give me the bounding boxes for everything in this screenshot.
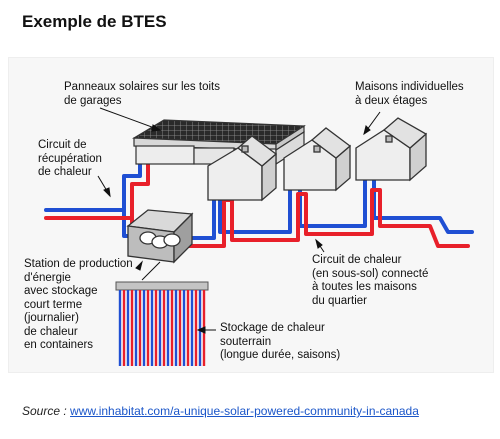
source-link[interactable]: www.inhabitat.com/a-unique-solar-powered… [70, 404, 419, 418]
label-heat-circuit: Circuit de chaleur (en sous-sol) connect… [312, 254, 429, 307]
page-title: Exemple de BTES [22, 12, 167, 31]
leader-lines [97, 107, 381, 334]
label-solar-panels: Panneaux solaires sur les toits de garag… [64, 81, 220, 107]
source-prefix: Source : [22, 404, 67, 418]
energy-station [126, 209, 194, 264]
house-3 [355, 117, 428, 182]
source-caption: Source : www.inhabitat.com/a-unique-sola… [22, 404, 419, 418]
borehole-field [118, 290, 206, 366]
house-2 [283, 127, 352, 192]
solar-garages [131, 119, 306, 166]
storage-tank-icon [163, 233, 181, 247]
label-energy-station: Station de production d'énergie avec sto… [24, 258, 133, 351]
label-underground-storage: Stockage de chaleur souterrain (longue d… [220, 322, 341, 361]
label-houses: Maisons individuelles à deux étages [355, 81, 464, 107]
diagram-panel [8, 57, 494, 373]
label-recovery-circuit: Circuit de récupération de chaleur [38, 139, 102, 178]
underground-storage [115, 281, 209, 366]
houses [207, 117, 428, 202]
house-1 [207, 135, 278, 202]
